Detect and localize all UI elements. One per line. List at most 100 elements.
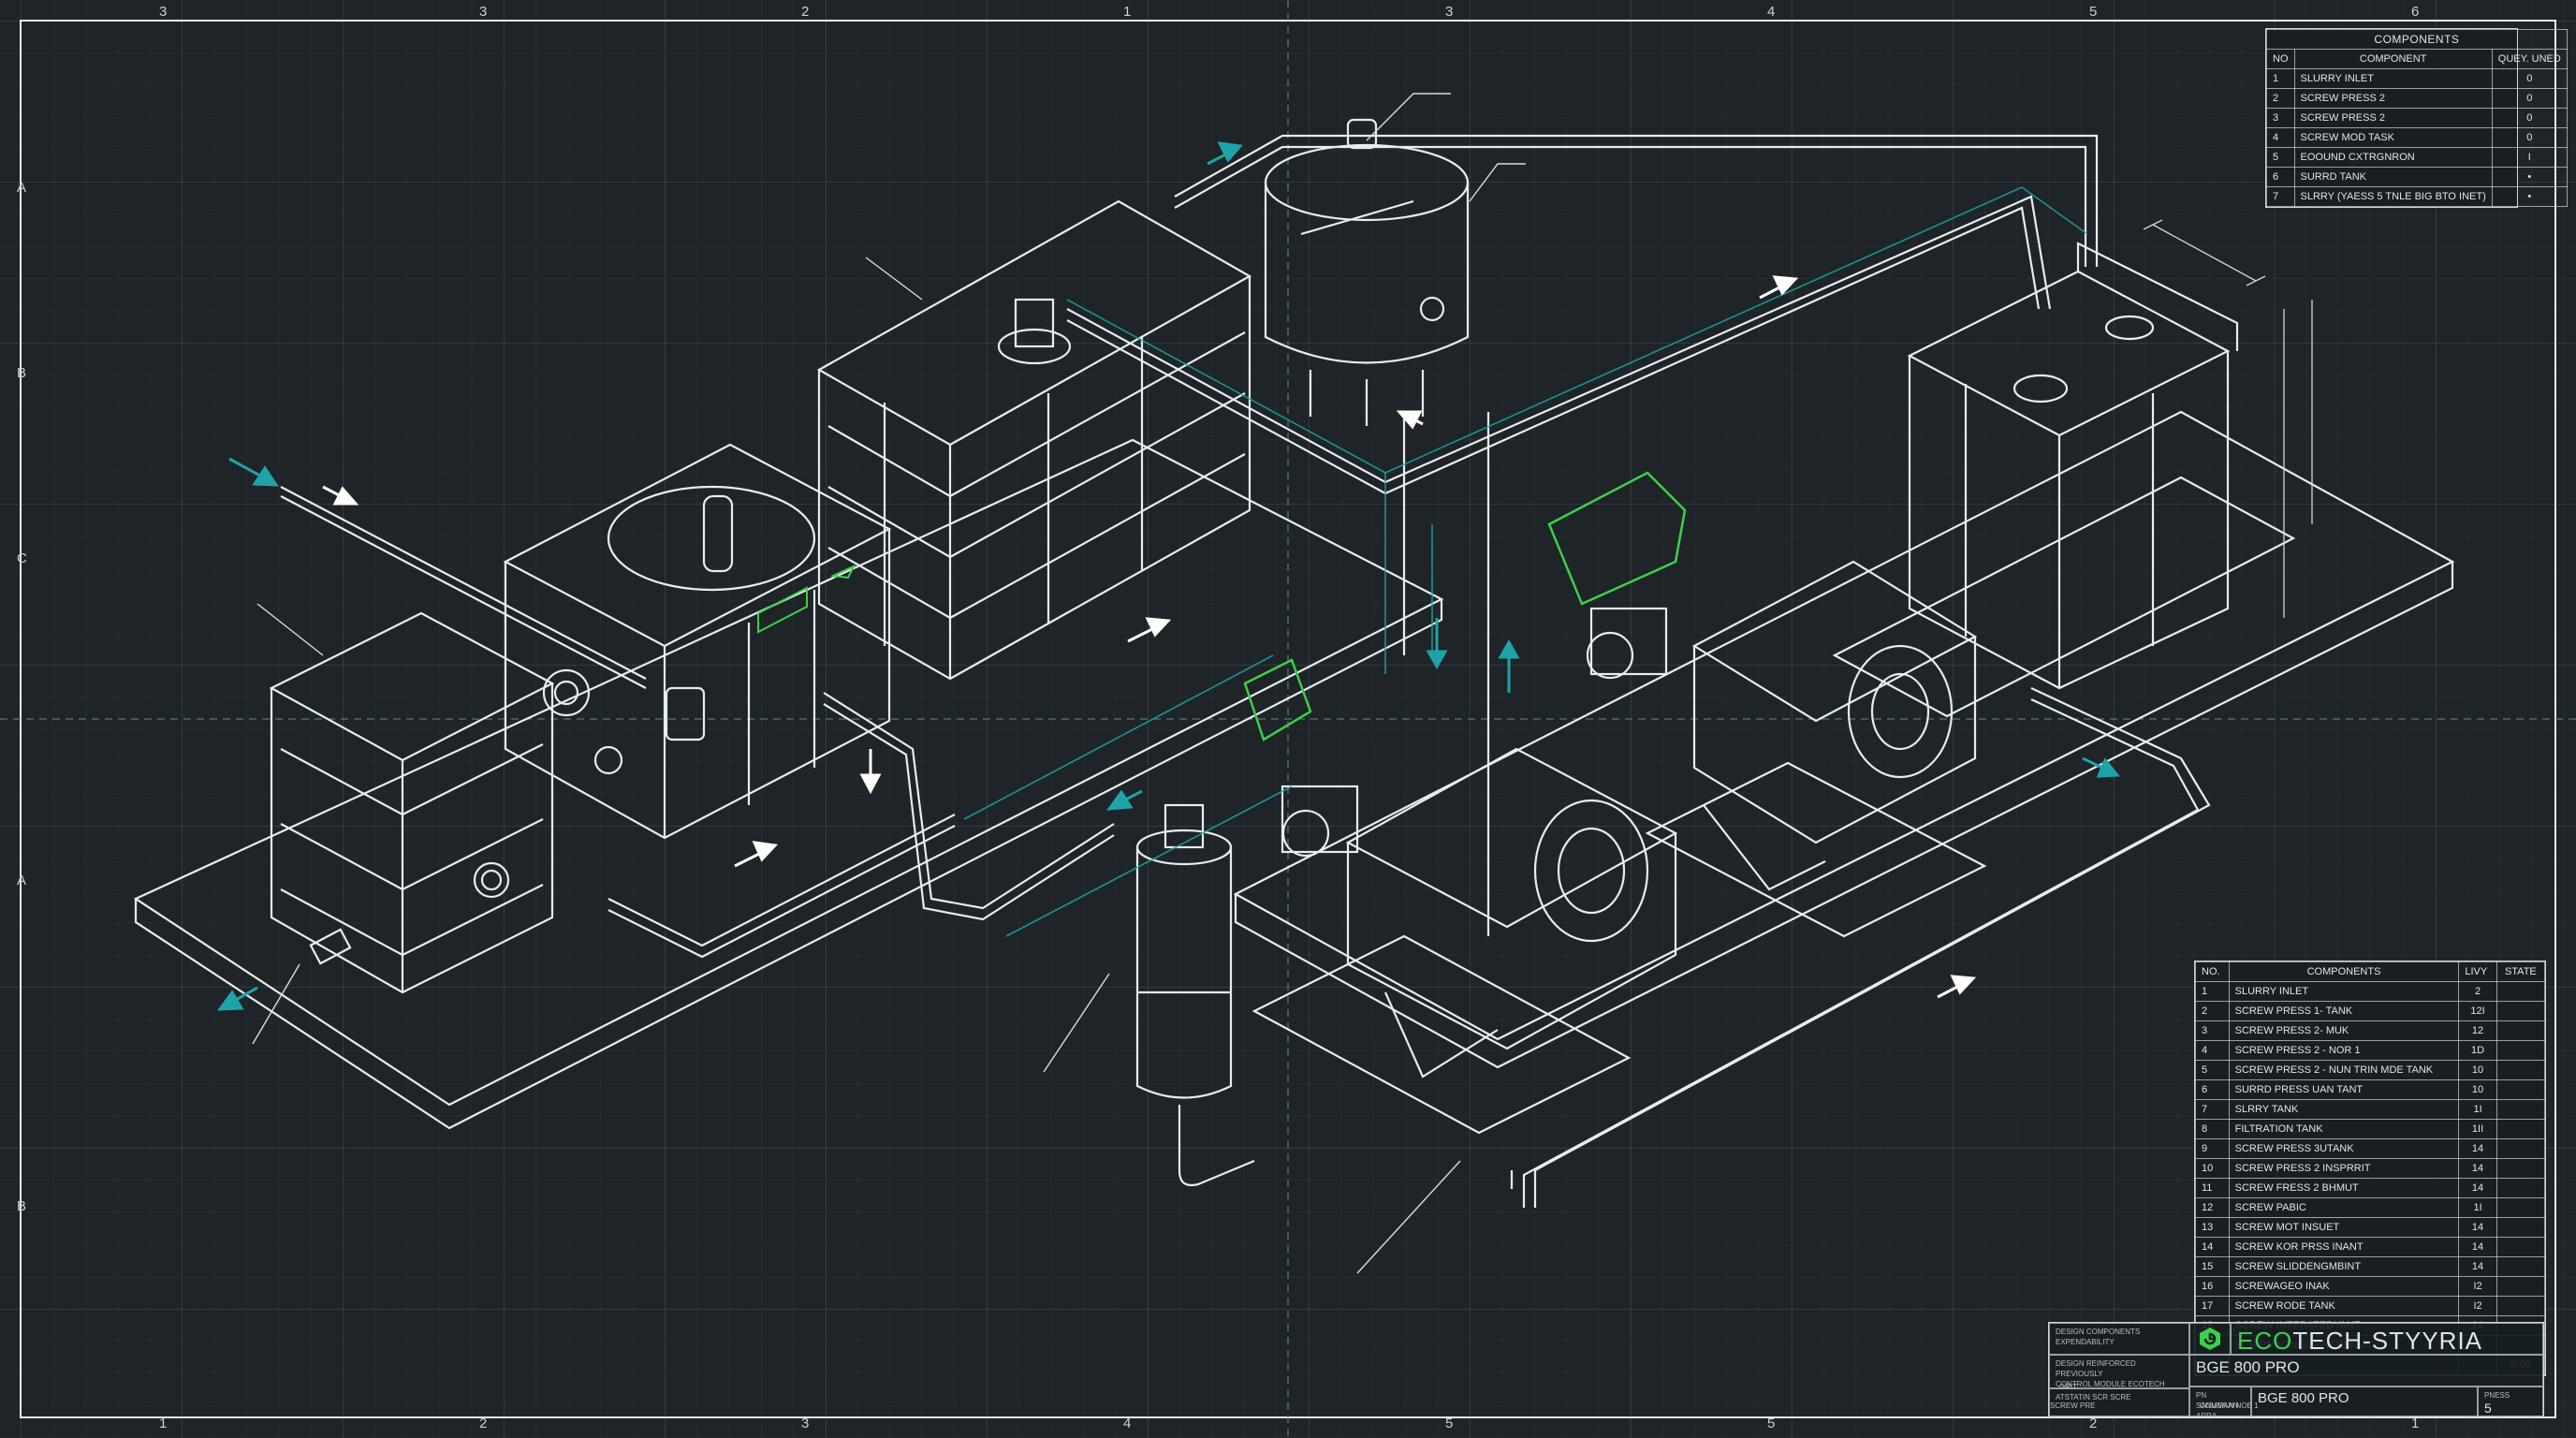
table-cell: SLRRY TANK [2228, 1099, 2460, 1120]
table-cell [2496, 981, 2546, 1002]
note-line: CONTROL MODULE ECOTECH STYRIA [2056, 1380, 2165, 1388]
zone-left-a2: A [17, 873, 27, 888]
table-cell: SCREW RODE TANK [2228, 1296, 2460, 1316]
table-cell: 10 [2458, 1060, 2497, 1080]
table-cell: 10 [2458, 1079, 2497, 1100]
table-cell: I [2491, 147, 2568, 168]
brand-name: ECOTECH-STYYRIA [2231, 1323, 2543, 1355]
small-text: SCREW PRE [2050, 1401, 2096, 1410]
table-cell: 3 [2266, 108, 2295, 128]
table-cell: 1II [2458, 1119, 2497, 1139]
filter-vessel [1135, 803, 1255, 1187]
table-cell: 12I [2458, 1001, 2497, 1021]
table-cell: 13 [2195, 1217, 2230, 1238]
table-cell [2496, 1079, 2546, 1100]
table-cell: SCREW PRESS 2 [2293, 108, 2493, 128]
table-cell: 14 [2195, 1237, 2230, 1257]
table-cell: SCREW FRESS 2 BHMUT [2228, 1178, 2460, 1198]
zone-top-3: 2 [801, 4, 810, 20]
title-block: DESIGN COMPONENTS EXPENDABILITY DESIGN R… [2048, 1322, 2544, 1417]
table-cell: 5 [2266, 147, 2295, 168]
brand-rest: TECH-STYYRIA [2292, 1327, 2483, 1355]
table-cell: 6 [2195, 1079, 2230, 1100]
table-cell: 14 [2458, 1158, 2497, 1179]
table-cell: SCREW MOD TASK [2293, 127, 2493, 148]
table-cell [2496, 1040, 2546, 1061]
title-block-notes-a: DESIGN COMPONENTS EXPENDABILITY [2049, 1323, 2189, 1355]
table-cell: 12 [2458, 1020, 2497, 1041]
table-header: QUEY. UNED [2491, 49, 2568, 69]
table-cell [2496, 1158, 2546, 1179]
press-1-motor-green [1243, 658, 1312, 741]
table-header: LIVY [2458, 961, 2497, 982]
table-header: COMPONENT [2293, 49, 2493, 69]
title-block-small: ATSTATIN SCR SCRE [2049, 1388, 2189, 1416]
zone-top-8: 6 [2411, 4, 2420, 20]
flow-arrow-white [322, 275, 1977, 999]
table-header: STATE [2496, 961, 2546, 982]
table-cell: SCREW PRESS 2- MUK [2228, 1020, 2460, 1041]
table-cell: I2 [2458, 1296, 2497, 1316]
mixing-tank [503, 443, 892, 840]
table-cell: 2 [2266, 88, 2295, 109]
table-cell: 1 [2195, 981, 2230, 1002]
table-cell: 8 [2195, 1119, 2230, 1139]
table-cell: SCREW PRESS 3UTANK [2228, 1138, 2460, 1159]
sheet-number: 5 [2484, 1401, 2492, 1416]
sheet-label: PNESS [2484, 1391, 2510, 1400]
table-cell: 14 [2458, 1178, 2497, 1198]
table-cell: • [2491, 186, 2568, 207]
model-name-2: BGE 800 PRO [2251, 1387, 2478, 1416]
table-cell: FILTRATION TANK [2228, 1119, 2460, 1139]
table-cell: SCREW PRESS 2 - NUN TRIN MDE TANK [2228, 1060, 2460, 1080]
table-cell [2496, 1256, 2546, 1277]
table-cell: 3 [2195, 1020, 2230, 1041]
table-cell: 4 [2195, 1040, 2230, 1061]
table-cell: 14 [2458, 1256, 2497, 1277]
title-block-small-2: PN SANUSA AN ARRA YABRIT [2189, 1387, 2251, 1416]
title-block-logo-cell [2189, 1323, 2231, 1355]
table-cell [2496, 1197, 2546, 1218]
table-cell: SCREW PRESS 2 [2293, 88, 2493, 109]
zone-bottom-1: 1 [159, 1416, 168, 1431]
table-cell [2496, 1217, 2546, 1238]
table-cell: 2 [2458, 981, 2497, 1002]
press-2-motor-green [1547, 471, 1687, 606]
model-name: BGE 800 PRO [2189, 1355, 2543, 1387]
table-cell: 0 [2491, 108, 2568, 128]
skid-base-right [1233, 410, 2455, 1041]
zone-bottom-5: 5 [1445, 1416, 1454, 1431]
small-text: PN [2196, 1391, 2207, 1400]
zone-bottom-3: 3 [801, 1416, 810, 1431]
table-cell: • [2491, 167, 2568, 187]
table-cell: 0 [2491, 88, 2568, 109]
table-cell [2496, 1099, 2546, 1120]
zone-bottom-6: 5 [1767, 1416, 1776, 1431]
zone-left-a: A [17, 180, 27, 196]
table-cell: 6 [2266, 167, 2295, 187]
table-cell: 12 [2195, 1197, 2230, 1218]
table-cell: 1I [2458, 1099, 2497, 1120]
storage-tank [1264, 118, 1470, 426]
table-cell: 17 [2195, 1296, 2230, 1316]
flow-arrow-teal [216, 141, 2121, 1011]
table-cell: 7 [2266, 186, 2295, 207]
table-cell: SCREW PRESS 1- TANK [2228, 1001, 2460, 1021]
table-cell: SCREW PRESS 2 INSPRRIT [2228, 1158, 2460, 1179]
table-cell: SCREWAGEO INAK [2228, 1276, 2460, 1297]
dimension-lines [2143, 219, 2313, 618]
table-cell [2496, 1138, 2546, 1159]
